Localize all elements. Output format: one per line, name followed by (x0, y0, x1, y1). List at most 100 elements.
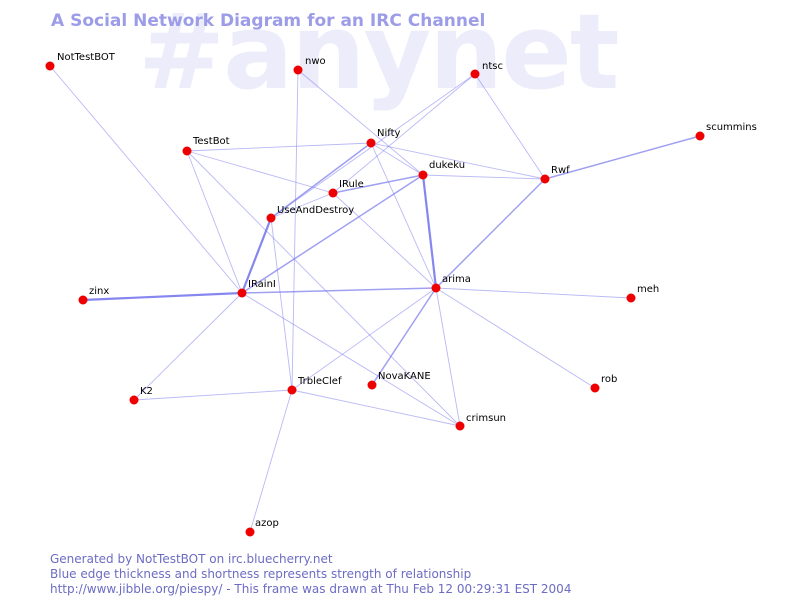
node-label: nwo (305, 56, 326, 67)
edge-nwo-dukeku (297, 69, 424, 176)
node-dot (540, 174, 550, 184)
node-dot (237, 288, 247, 298)
node-crimsun: crimsun (455, 413, 506, 431)
node-azop: azop (245, 518, 279, 537)
edge-arima-crimsun (435, 287, 461, 427)
node-dot (78, 295, 88, 305)
channel-watermark: #anynet (138, 0, 619, 113)
node-label: TrbleClef (297, 376, 342, 387)
node-Nifty: Nifty (366, 128, 401, 148)
edge-TrbleClef-azop (249, 389, 293, 533)
edge-Nifty-arima (370, 142, 437, 289)
node-dot (695, 131, 705, 141)
edge-ntsc-IRule (332, 73, 476, 194)
edge-nwo-TrbleClef (291, 69, 299, 391)
edge-IRule-arima (332, 192, 437, 289)
node-dot (431, 283, 441, 293)
edge-ntsc-Rwf (474, 73, 546, 180)
edge-dukeku-IRainI (241, 174, 424, 294)
node-label: Rwf (551, 165, 570, 176)
node-meh: meh (626, 284, 659, 303)
edge-TestBot-IRule (186, 150, 334, 194)
node-dot (626, 293, 636, 303)
edge-arima-TrbleClef (291, 287, 437, 391)
node-label: UseAndDestroy (277, 205, 354, 216)
node-NotTestBOT: NotTestBOT (45, 52, 116, 71)
edge-arima-NovaKANE (371, 287, 437, 386)
edge-Nifty-UseAndDestroy (270, 142, 372, 219)
node-label: rob (601, 374, 617, 385)
edge-IRainI-crimsun (241, 292, 461, 427)
node-label: scummins (706, 122, 757, 133)
node-K2: K2 (129, 386, 153, 405)
node-label: dukeku (429, 160, 465, 171)
node-label: Nifty (377, 128, 401, 139)
edge-arima-meh (435, 287, 632, 299)
node-dot (45, 61, 55, 71)
node-ntsc: ntsc (470, 61, 503, 79)
footer: Generated by NotTestBOT on irc.bluecherr… (50, 552, 571, 597)
node-Rwf: Rwf (540, 165, 570, 184)
node-dot (328, 188, 338, 198)
edge-zinx-IRainI (82, 291, 243, 302)
node-nwo: nwo (293, 56, 326, 75)
node-label: ntsc (482, 61, 503, 72)
node-arima: arima (431, 274, 471, 293)
node-label: azop (255, 518, 279, 529)
edge-TrbleClef-K2 (133, 389, 293, 401)
node-dot (266, 213, 276, 223)
edge-TestBot-crimsun (186, 150, 461, 427)
footer-url-line: http://www.jibble.org/piespy/ - This fra… (50, 582, 572, 596)
node-dot (418, 170, 428, 180)
edge-Nifty-dukeku (370, 142, 424, 176)
node-dot (367, 380, 377, 390)
node-TrbleClef: TrbleClef (287, 376, 342, 395)
node-label: IRainI (248, 279, 276, 290)
edge-IRainI-arima (241, 287, 437, 294)
edge-UseAndDestroy-TrbleClef (270, 217, 293, 391)
footer-legend-line: Blue edge thickness and shortness repres… (50, 567, 472, 581)
node-dot (287, 385, 297, 395)
node-TestBot: TestBot (182, 136, 230, 156)
node-dot (470, 69, 480, 79)
node-zinx: zinx (78, 286, 109, 305)
edge-dukeku-arima (421, 174, 438, 289)
edge-Nifty-Rwf (370, 142, 546, 180)
node-IRainI: IRainI (237, 279, 276, 298)
footer-generated-line: Generated by NotTestBOT on irc.bluecherr… (50, 552, 333, 566)
node-dot (455, 421, 465, 431)
edge-TestBot-IRainI (186, 150, 243, 294)
edge-UseAndDestroy-IRainI (240, 217, 273, 294)
node-IRule: IRule (328, 179, 364, 198)
node-label: NovaKANE (378, 371, 431, 382)
node-label: crimsun (466, 413, 506, 424)
node-label: meh (637, 284, 659, 295)
edge-dukeku-IRule (332, 174, 424, 194)
node-UseAndDestroy: UseAndDestroy (266, 205, 354, 223)
diagram-title: A Social Network Diagram for an IRC Chan… (51, 11, 486, 31)
node-label: IRule (339, 179, 364, 190)
edge-TrbleClef-crimsun (291, 389, 461, 427)
node-dot (590, 383, 600, 393)
node-label: K2 (140, 386, 153, 397)
node-scummins: scummins (695, 122, 757, 141)
node-label: arima (442, 274, 471, 285)
edge-IRainI-K2 (133, 292, 243, 401)
node-dukeku: dukeku (418, 160, 465, 180)
edge-TestBot-Nifty (186, 142, 372, 152)
node-label: TestBot (192, 136, 230, 147)
edge-scummins-Rwf (544, 135, 701, 180)
edge-NotTestBOT-IRainI (49, 65, 243, 294)
edge-arima-rob (435, 287, 596, 389)
edge-layer (49, 65, 701, 533)
node-label: zinx (89, 286, 109, 297)
node-dot (182, 146, 192, 156)
edge-Rwf-arima (435, 178, 546, 289)
node-NovaKANE: NovaKANE (367, 371, 431, 390)
node-rob: rob (590, 374, 617, 393)
node-dot (245, 527, 255, 537)
node-dot (293, 65, 303, 75)
